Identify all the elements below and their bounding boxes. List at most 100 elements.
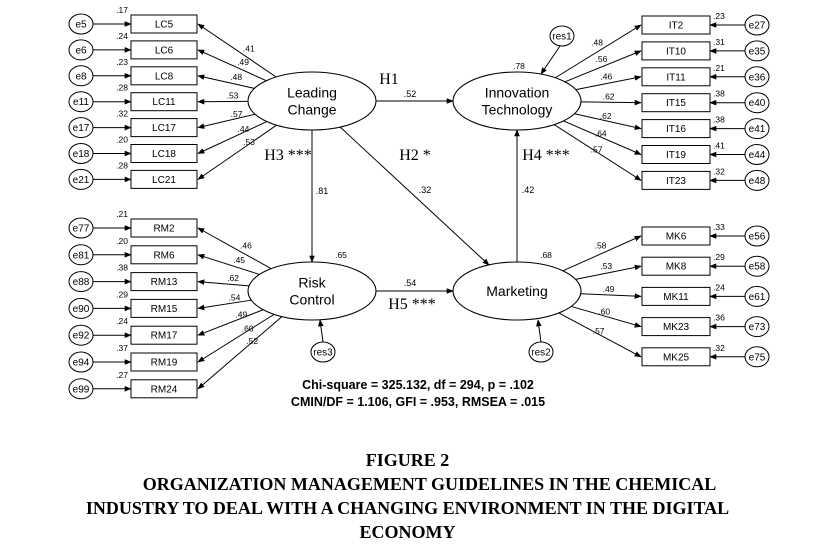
fit-statistics-line-1: Chi-square = 325.132, df = 294, p = .102 xyxy=(302,378,534,392)
r2-latent-it: .78 xyxy=(513,61,525,71)
error-label-e21: e21 xyxy=(73,175,90,186)
indicator-label-lc8: LC8 xyxy=(155,71,174,82)
indicator-label-it15: IT15 xyxy=(666,98,686,109)
error-term-e18 xyxy=(68,143,94,164)
loading-rm19: .60 xyxy=(242,323,254,333)
indicator-label-it23: IT23 xyxy=(666,176,686,187)
error-label-e56: e56 xyxy=(749,232,766,243)
error-label-e92: e92 xyxy=(73,331,90,342)
indicator-label-lc5: LC5 xyxy=(155,20,174,31)
path-coefficient-h1: .52 xyxy=(404,89,417,99)
loading-it23: .57 xyxy=(591,144,603,154)
loading-arrow-lc5 xyxy=(197,23,277,78)
loading-lc8: .48 xyxy=(230,72,242,82)
latent-it-ellipse xyxy=(452,71,582,131)
indicator-label-rm6: RM6 xyxy=(153,250,175,261)
latent-rc-label: Risk xyxy=(298,275,326,291)
indicator-label-mk25: MK25 xyxy=(663,352,690,363)
error-term-e58 xyxy=(744,255,770,277)
indicator-box-it19 xyxy=(641,145,711,164)
loading-lc5: .41 xyxy=(243,44,255,54)
indicator-label-it16: IT16 xyxy=(666,124,686,135)
loading-arrow-lc18 xyxy=(197,121,268,154)
residual-label-res2: res2 xyxy=(531,348,551,359)
error-label-e58: e58 xyxy=(749,262,766,273)
indicator-box-mk6 xyxy=(641,226,711,246)
error-label-e88: e88 xyxy=(73,277,90,288)
latent-rc-ellipse xyxy=(247,261,377,321)
r2-rm2: .21 xyxy=(116,209,128,219)
residual-res1 xyxy=(549,25,575,47)
error-term-e11 xyxy=(68,91,94,113)
r2-it15: .38 xyxy=(713,89,725,99)
loading-mk8: .53 xyxy=(600,261,612,271)
latent-rc-label: Control xyxy=(289,292,334,308)
indicator-label-rm13: RM13 xyxy=(151,277,178,288)
r2-latent-rc: .65 xyxy=(335,250,347,260)
latent-lc-label: Change xyxy=(287,102,336,118)
r2-it11: .21 xyxy=(713,63,725,73)
indicator-label-lc18: LC18 xyxy=(152,149,176,160)
error-term-e75 xyxy=(744,346,770,368)
indicator-box-it15 xyxy=(641,93,711,113)
indicator-box-it23 xyxy=(641,170,711,190)
loading-rm13: .62 xyxy=(227,273,239,283)
error-term-e27 xyxy=(744,14,770,36)
path-coefficient-h4: .42 xyxy=(522,185,535,195)
r2-rm24: .27 xyxy=(116,370,128,380)
loading-it10: .56 xyxy=(595,54,607,64)
residual-res2 xyxy=(528,341,554,363)
loading-arrow-rm2 xyxy=(197,227,272,270)
residual-label-res3: res3 xyxy=(313,348,333,359)
error-term-e90 xyxy=(68,297,94,319)
error-label-e81: e81 xyxy=(73,250,90,261)
loading-arrow-it16 xyxy=(574,113,642,130)
loading-arrow-rm13 xyxy=(197,279,250,287)
loading-arrow-it19 xyxy=(563,120,642,155)
r2-latent-mk: .68 xyxy=(540,250,552,260)
error-term-e92 xyxy=(68,324,94,346)
error-label-e48: e48 xyxy=(749,176,766,187)
error-term-e41 xyxy=(744,118,770,140)
error-label-e40: e40 xyxy=(749,98,766,109)
indicator-label-lc17: LC17 xyxy=(152,123,176,134)
error-term-e36 xyxy=(744,66,770,88)
hypothesis-label-h5: H5 *** xyxy=(388,296,436,313)
loading-it16: .62 xyxy=(600,111,612,121)
sem-diagram-canvas: LeadingChangeInnovationTechnologyRiskCon… xyxy=(68,5,770,409)
indicator-label-rm17: RM17 xyxy=(151,331,178,342)
latent-it-label: Technology xyxy=(482,102,553,118)
loading-arrow-it15 xyxy=(580,99,642,106)
r2-rm15: .29 xyxy=(116,289,128,299)
hypothesis-label-h4: H4 *** xyxy=(522,147,570,164)
indicator-box-rm2 xyxy=(130,218,198,238)
error-term-e44 xyxy=(744,144,770,165)
r2-it19: .41 xyxy=(713,141,725,151)
residual-arrow-res1 xyxy=(540,45,561,75)
indicator-box-rm17 xyxy=(130,325,198,345)
error-label-e94: e94 xyxy=(73,358,90,369)
r2-it10: .31 xyxy=(713,37,725,47)
loading-rm24: .52 xyxy=(246,336,258,346)
error-term-e6 xyxy=(68,39,94,61)
path-arrow-h2 xyxy=(339,126,490,266)
latent-lc-label: Leading xyxy=(287,85,337,101)
error-term-e21 xyxy=(68,168,94,190)
error-term-e40 xyxy=(744,92,770,114)
loading-arrow-mk25 xyxy=(558,312,642,358)
path-coefficient-h5: .54 xyxy=(404,278,417,288)
residual-arrow-res3 xyxy=(318,319,324,343)
error-label-e5: e5 xyxy=(75,20,87,31)
indicator-box-rm15 xyxy=(130,298,198,318)
hypothesis-label-h3: H3 *** xyxy=(264,147,312,164)
indicator-box-mk8 xyxy=(641,256,711,276)
loading-arrow-rm24 xyxy=(197,316,283,390)
indicator-box-rm19 xyxy=(130,352,198,372)
indicator-label-mk6: MK6 xyxy=(666,232,687,243)
r2-lc5: .17 xyxy=(116,5,128,15)
loading-mk23: .60 xyxy=(598,307,610,317)
error-label-e75: e75 xyxy=(749,352,766,363)
error-label-e44: e44 xyxy=(749,150,766,161)
figure-caption-line-1: ORGANIZATION MANAGEMENT GUIDELINES IN TH… xyxy=(142,474,717,494)
